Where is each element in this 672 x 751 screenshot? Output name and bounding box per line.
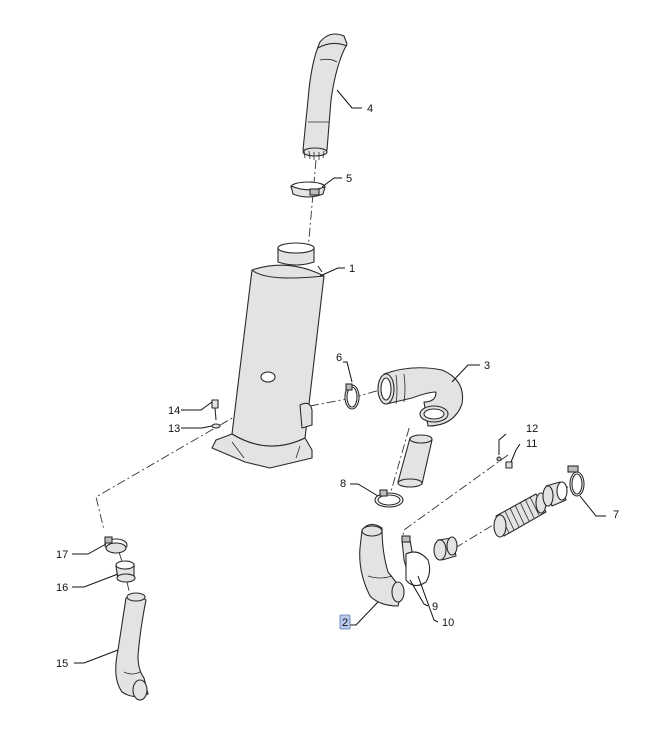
part-6-clamp[interactable] bbox=[344, 383, 360, 410]
part-17-clamp[interactable] bbox=[104, 536, 128, 554]
callout-7: 7 bbox=[613, 509, 619, 521]
coupler-sleeve[interactable] bbox=[542, 481, 568, 507]
callout-leader-lines bbox=[72, 89, 606, 664]
part-4-exhaust-stack[interactable] bbox=[302, 33, 348, 160]
callout-15: 15 bbox=[56, 658, 68, 670]
callout-10: 10 bbox=[442, 617, 454, 629]
part-14-bolt[interactable] bbox=[211, 399, 219, 421]
callout-2-highlight bbox=[339, 614, 351, 630]
part-16-coupler[interactable] bbox=[115, 560, 136, 583]
part-15-intake-hose[interactable] bbox=[115, 592, 149, 701]
callout-13: 13 bbox=[168, 423, 180, 435]
part-1-muffler[interactable] bbox=[211, 242, 325, 469]
callout-11: 11 bbox=[526, 438, 537, 450]
part-12-screw[interactable] bbox=[496, 456, 502, 462]
part-11-nut[interactable] bbox=[505, 461, 513, 469]
part-3-elbow-hose[interactable] bbox=[377, 367, 464, 427]
callout-4: 4 bbox=[367, 103, 373, 115]
part-5-clamp[interactable] bbox=[290, 181, 326, 198]
part-2-lower-elbow-hose[interactable] bbox=[359, 523, 405, 607]
callout-16: 16 bbox=[56, 582, 68, 594]
straight-hose-section[interactable] bbox=[397, 434, 433, 488]
callout-labels: 4 5 1 3 6 14 13 12 11 7 8 17 16 9 10 2 1… bbox=[56, 103, 619, 670]
callout-17: 17 bbox=[56, 549, 68, 561]
hose-adapter-cup[interactable] bbox=[433, 536, 458, 561]
callout-9: 9 bbox=[432, 601, 438, 613]
part-7-clamp[interactable] bbox=[567, 465, 585, 497]
callout-8: 8 bbox=[340, 478, 346, 490]
part-13-washer[interactable] bbox=[211, 423, 221, 429]
corrugated-intake-hose[interactable] bbox=[493, 492, 547, 538]
callout-14: 14 bbox=[168, 405, 180, 417]
callout-6: 6 bbox=[336, 352, 342, 364]
callout-3: 3 bbox=[484, 360, 490, 372]
callout-5: 5 bbox=[346, 173, 352, 185]
part-10-mounting-plate[interactable] bbox=[405, 551, 431, 587]
callout-1: 1 bbox=[349, 263, 355, 275]
part-8-clamp[interactable] bbox=[374, 489, 404, 508]
callout-2[interactable]: 2 bbox=[342, 617, 348, 629]
callout-12: 12 bbox=[526, 423, 538, 435]
